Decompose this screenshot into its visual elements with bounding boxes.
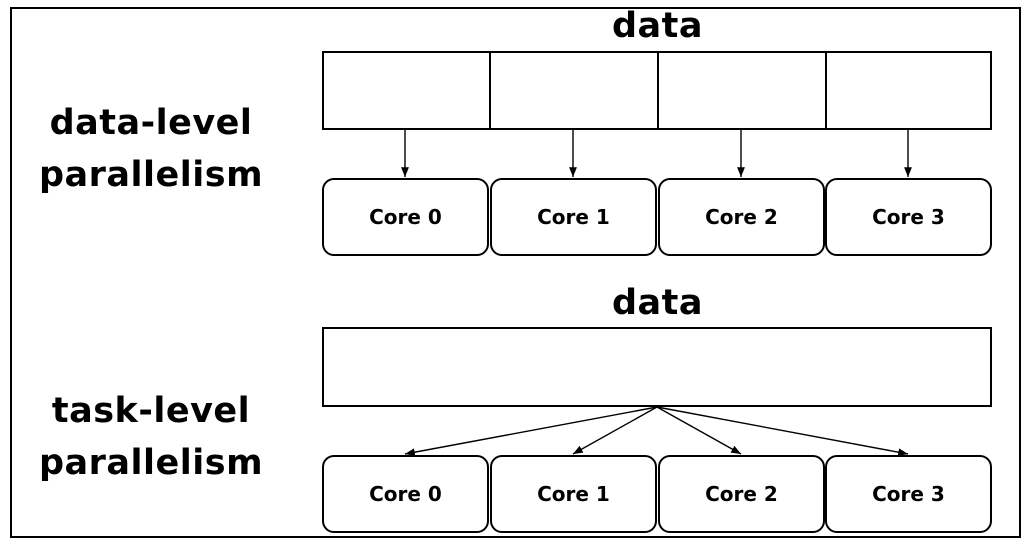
bottom-data-title: data xyxy=(611,283,704,323)
label-line: parallelism xyxy=(38,443,264,483)
label-line: data-level xyxy=(49,103,253,143)
bottom-core-0: Core 0 xyxy=(322,455,489,533)
top-core-0: Core 0 xyxy=(322,178,489,256)
label-line: task-level xyxy=(51,391,251,431)
data-level-parallelism-label: data-level parallelism xyxy=(36,97,266,201)
top-core-2: Core 2 xyxy=(658,178,825,256)
label-line: parallelism xyxy=(38,155,264,195)
top-core-3: Core 3 xyxy=(825,178,992,256)
shared-data-block xyxy=(322,327,992,407)
bottom-core-2: Core 2 xyxy=(658,455,825,533)
top-core-1: Core 1 xyxy=(490,178,657,256)
data-partition-0 xyxy=(322,51,491,130)
bottom-core-3: Core 3 xyxy=(825,455,992,533)
data-partition-3 xyxy=(825,51,992,130)
data-partition-1 xyxy=(489,51,659,130)
diagram-frame xyxy=(10,7,1021,538)
top-data-title: data xyxy=(611,6,704,46)
task-level-parallelism-label: task-level parallelism xyxy=(36,385,266,489)
data-partition-2 xyxy=(657,51,827,130)
bottom-core-1: Core 1 xyxy=(490,455,657,533)
